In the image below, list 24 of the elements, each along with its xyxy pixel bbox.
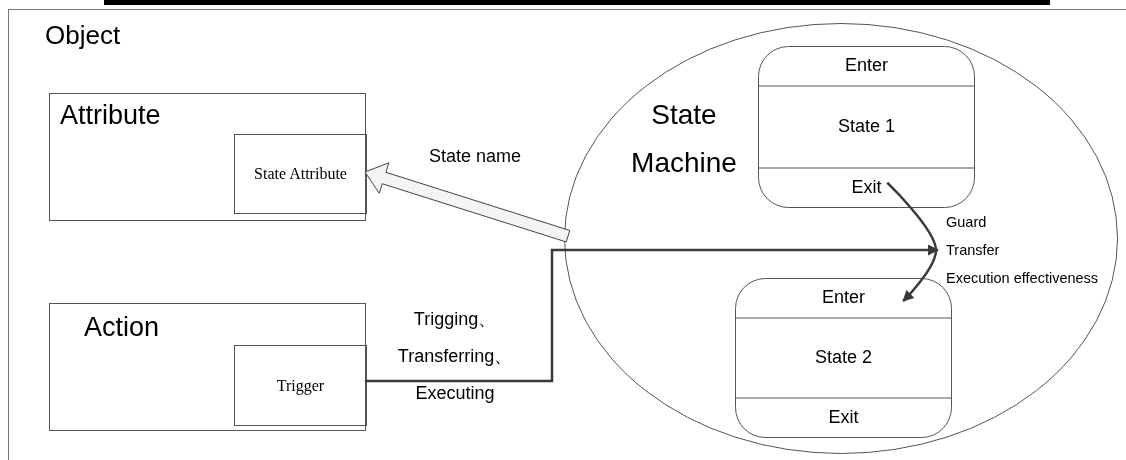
ellipse-title: State Machine bbox=[630, 98, 738, 180]
box-label: State Attribute bbox=[253, 165, 348, 183]
frame-title: Object bbox=[45, 20, 121, 51]
state-name: State 1 bbox=[836, 116, 896, 137]
state-machine-ellipse bbox=[564, 23, 1118, 454]
box-title: Attribute bbox=[60, 100, 161, 131]
box-label: Trigger bbox=[275, 376, 326, 395]
exit-section-label: Exit bbox=[850, 177, 883, 198]
sub-box bbox=[234, 345, 367, 426]
entry-section-label: Enter bbox=[821, 287, 866, 308]
exit-section-label: Exit bbox=[827, 407, 860, 428]
sub-box bbox=[234, 134, 367, 214]
box-title: Action bbox=[84, 312, 160, 343]
edge-label: Trigging、 Transferring、 Executing bbox=[396, 308, 514, 405]
state-name: State 2 bbox=[813, 347, 873, 368]
entry-section-label: Enter bbox=[844, 55, 889, 76]
edge-label: Guard Transfer Execution effectiveness bbox=[946, 213, 1100, 288]
block-arrow bbox=[364, 162, 571, 243]
arrow bbox=[365, 244, 940, 383]
component-box bbox=[49, 93, 366, 221]
transition-arrow bbox=[886, 181, 938, 302]
state-box bbox=[758, 46, 975, 208]
component-box bbox=[49, 303, 366, 431]
edge-label: State name bbox=[427, 145, 523, 167]
